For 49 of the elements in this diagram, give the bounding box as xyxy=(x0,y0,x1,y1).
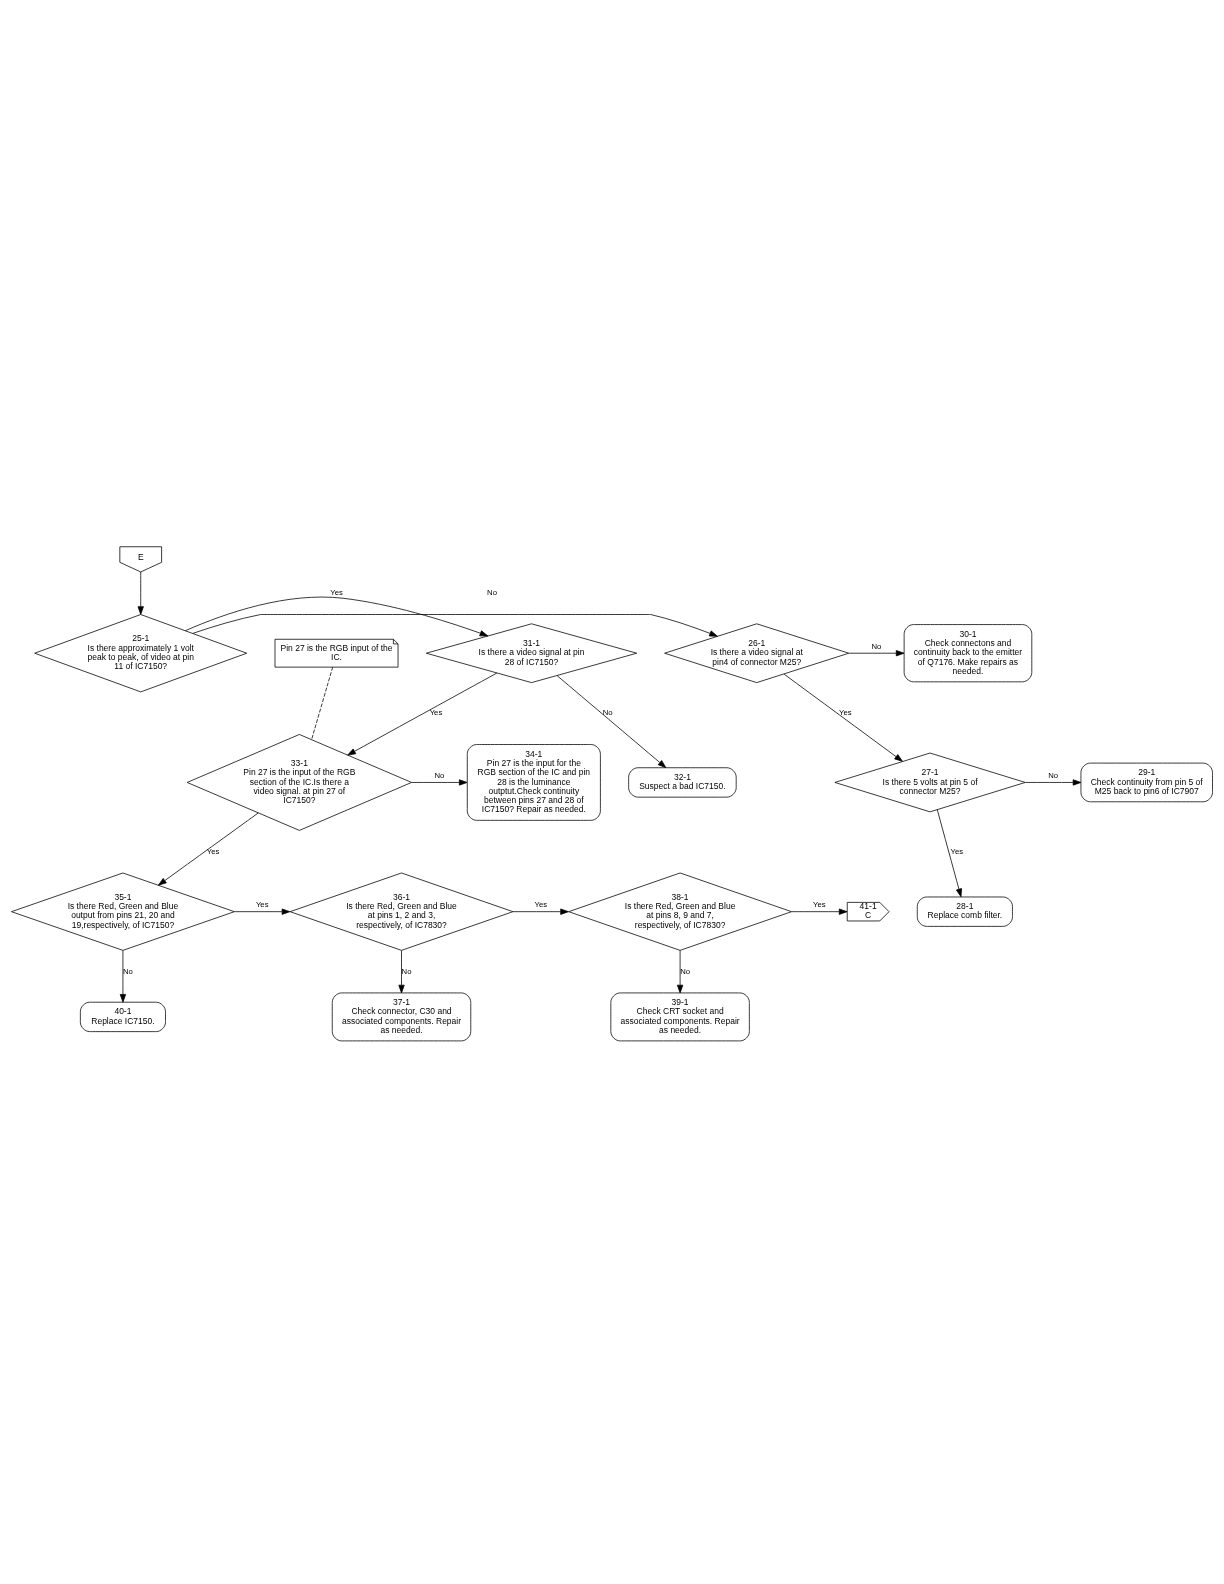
arrow xyxy=(783,673,903,762)
arrow xyxy=(158,812,259,886)
edge-label: Yes xyxy=(206,846,220,856)
edge-label: Yes xyxy=(534,899,548,909)
arrow xyxy=(185,596,489,636)
arrow xyxy=(677,949,684,993)
node-box: 40-1 Replace IC7150. xyxy=(80,1001,166,1032)
edge-label: Yes xyxy=(330,587,343,597)
arrow xyxy=(192,613,718,637)
arrow xyxy=(119,949,127,1003)
edge-label: Yes xyxy=(429,707,443,717)
edge-label: Yes xyxy=(839,707,852,717)
node-box: 30-1 Check connectons and continuity back to the emitter of Q7176. Make repairs as needed. xyxy=(903,623,1033,682)
node-box: 37-1 Check connector, C30 and associated components. Repair as needed. xyxy=(331,992,472,1041)
arrow xyxy=(791,908,848,915)
node-box: 39-1 Check CRT socket and associated components. Repair as needed. xyxy=(610,992,750,1041)
arrow xyxy=(234,908,291,915)
node-diamond: 36-1 Is there Red, Green and Blue at pins 1, 2 and 3, respectively, of IC7830? xyxy=(289,872,514,951)
arrow xyxy=(512,908,569,915)
node-box: 28-1 Replace comb filter. xyxy=(916,896,1013,927)
edge-label: No xyxy=(123,966,133,976)
node-box: 32-1 Suspect a bad IC7150. xyxy=(628,766,737,798)
arrow xyxy=(411,778,468,786)
node-box: 29-1 Check continuity from pin 5 of M25 back to pin6 of IC7907 xyxy=(1080,762,1213,802)
edge-label: Yes xyxy=(255,899,269,909)
node-diamond: 35-1 Is there Red, Green and Blue output from pins 21, 20 and 19,respectively, of IC7150? xyxy=(11,872,235,951)
node-diamond: 38-1 Is there Red, Green and Blue at pins 8, 9 and 7, respectively, of IC7830? xyxy=(568,872,792,951)
arrow xyxy=(347,672,498,755)
arrow xyxy=(848,649,905,656)
edge-label: No xyxy=(401,966,412,976)
edge-label: No xyxy=(602,707,613,717)
connector xyxy=(311,666,334,740)
arrow xyxy=(398,949,405,993)
edge-label: No xyxy=(434,770,445,780)
edge-label: No xyxy=(871,641,882,651)
edge-label: No xyxy=(487,587,497,597)
arrow xyxy=(1025,778,1082,786)
arrow xyxy=(137,571,144,615)
node-diamond: 33-1 Pin 27 is the input of the RGB section of the IC.Is there a video signal. at pin 27 of IC7150? xyxy=(186,733,412,831)
edge-label: Yes xyxy=(950,846,964,856)
edge-label: Yes xyxy=(813,899,826,909)
edge-label: No xyxy=(680,966,691,976)
node-box: 34-1 Pin 27 is the input for the RGB section of the IC and pin 28 is the luminance outptut.Check continuity between pins 27 and 28 of IC7150? Repair as needed. xyxy=(466,743,601,821)
node-diamond: 25-1 Is there approximately 1 volt peak to peak, of video at pin 11 of IC7150? xyxy=(34,613,248,692)
arrow xyxy=(936,808,962,897)
arrow xyxy=(556,674,667,768)
node-diamond: 26-1 Is there a video signal at pin4 of connector M25? xyxy=(664,622,850,683)
edge-label: No xyxy=(1048,770,1059,780)
node-diamond: 31-1 Is there a video signal at pin 28 of IC7150? xyxy=(425,622,638,683)
